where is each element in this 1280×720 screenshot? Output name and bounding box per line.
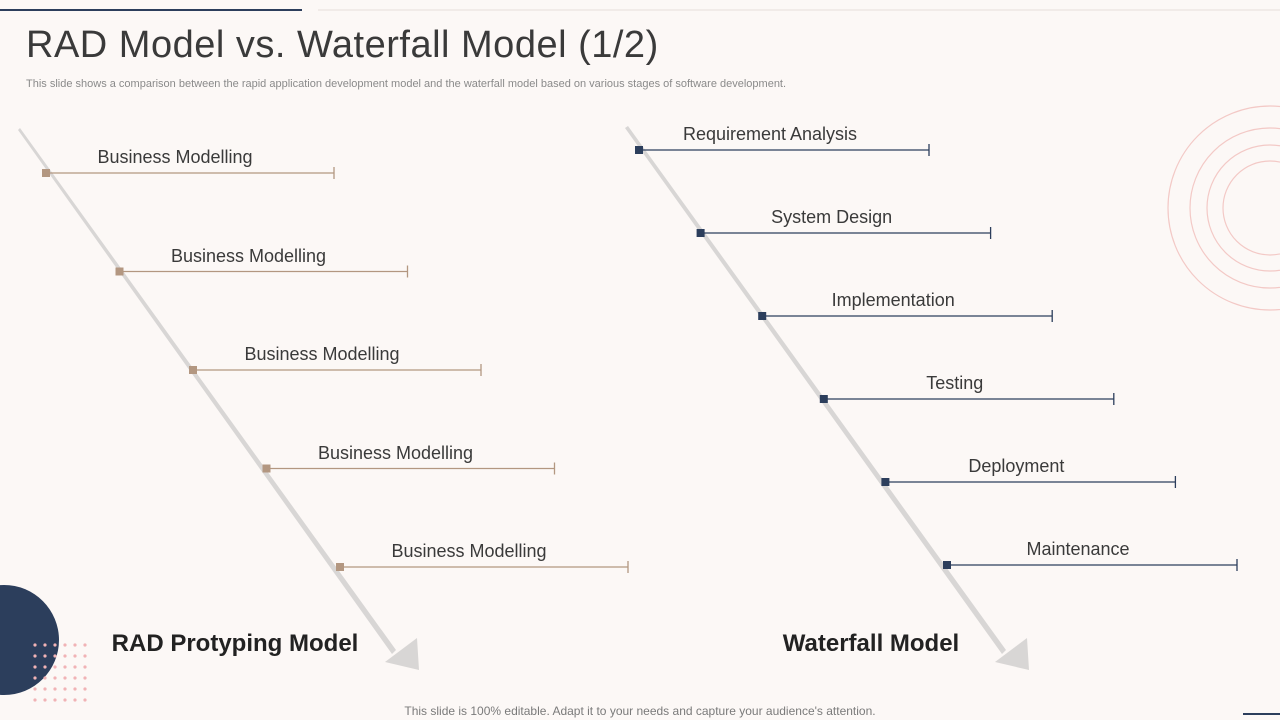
rad-stage-marker (42, 169, 50, 177)
waterfall-arrow (625, 126, 1029, 670)
waterfall-stage-label: Deployment (968, 456, 1065, 476)
rad-stage-label: Business Modelling (391, 541, 547, 561)
waterfall-stage-marker (696, 229, 705, 237)
rad-stage-lines (42, 167, 629, 573)
rad-stage-label: Business Modelling (170, 245, 327, 266)
navy-circle-decoration (0, 585, 59, 695)
waterfall-stage-lines (635, 144, 1238, 571)
rad-arrow (18, 128, 419, 670)
waterfall-stage-label: Requirement Analysis (682, 124, 858, 144)
top-accent-bar (0, 9, 302, 11)
slide-title: RAD Model vs. Waterfall Model (1/2) (26, 24, 659, 66)
waterfall-stage-marker (758, 312, 767, 320)
waterfall-model-label: Waterfall Model (782, 630, 960, 657)
rad-stage-marker (336, 563, 344, 571)
rad-stage-label: Business Modelling (97, 147, 253, 167)
rad-stage-label: Business Modelling (244, 344, 400, 364)
slide-footer: This slide is 100% editable. Adapt it to… (404, 704, 876, 718)
waterfall-stage-label: Implementation (831, 290, 955, 310)
concentric-rings-decoration (1167, 105, 1280, 311)
waterfall-stage-label: Testing (926, 373, 984, 393)
waterfall-stage-label: System Design (771, 207, 893, 227)
rad-stage-label: Business Modelling (317, 442, 474, 463)
dot-grid-decoration (33, 643, 87, 702)
top-divider-line (318, 9, 1280, 11)
rad-stage-marker (189, 366, 197, 374)
waterfall-stage-label: Maintenance (1026, 539, 1130, 559)
rad-stage-marker (115, 267, 124, 276)
waterfall-stage-marker (881, 478, 890, 486)
rad-stage-marker (262, 464, 271, 473)
rad-model-label: RAD Protyping Model (111, 630, 359, 657)
waterfall-stage-marker (943, 561, 951, 569)
slide-subtitle: This slide shows a comparison between th… (26, 78, 787, 90)
waterfall-stage-marker (635, 146, 643, 154)
bottom-accent-bar (1243, 713, 1280, 715)
waterfall-stage-marker (819, 395, 828, 403)
